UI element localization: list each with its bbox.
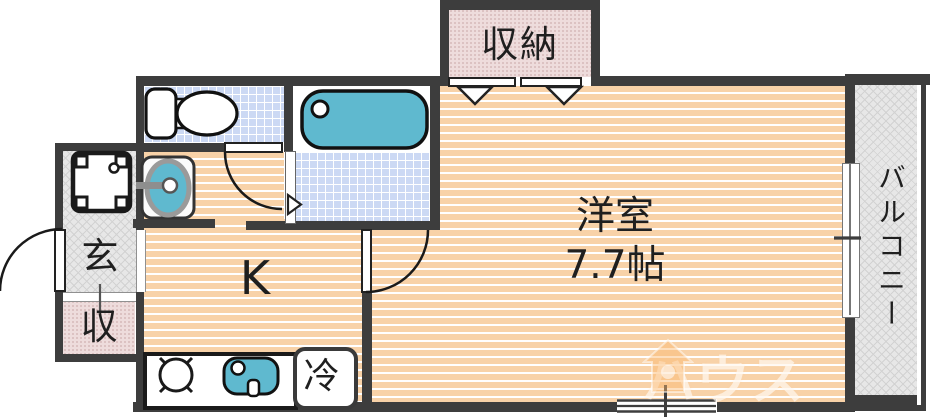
wall bbox=[246, 221, 440, 230]
wall bbox=[430, 76, 440, 230]
wall bbox=[362, 292, 372, 402]
wall bbox=[440, 0, 600, 10]
balcony-label: バルコニー bbox=[874, 163, 907, 333]
washroom-floor bbox=[144, 152, 284, 220]
toilet-floor bbox=[144, 86, 284, 143]
wall bbox=[284, 76, 293, 152]
main-room-label: 洋室 7.7帖 bbox=[520, 193, 710, 291]
wall bbox=[62, 143, 144, 151]
washroom-door bbox=[224, 142, 283, 153]
entrance-step bbox=[136, 230, 146, 292]
kitchen-counter bbox=[143, 352, 298, 410]
wall bbox=[845, 76, 855, 163]
bottom-window bbox=[617, 399, 717, 413]
balcony-wall bbox=[845, 74, 930, 85]
entrance-threshold bbox=[63, 292, 136, 302]
closet-door-panel bbox=[520, 77, 582, 87]
wall bbox=[440, 0, 449, 86]
wall bbox=[845, 316, 855, 412]
main-room-size: 7.7帖 bbox=[564, 242, 666, 288]
wall bbox=[55, 143, 63, 230]
kitchen-label: K bbox=[239, 251, 271, 305]
wall bbox=[136, 143, 225, 152]
closet-door-panel bbox=[448, 77, 516, 87]
entrance-door-arc bbox=[0, 227, 63, 292]
wall bbox=[133, 219, 215, 228]
wall bbox=[55, 292, 63, 362]
balcony-railing bbox=[921, 78, 926, 411]
balcony-sliding-window bbox=[842, 163, 860, 318]
wall bbox=[55, 354, 143, 362]
balcony-wall bbox=[847, 395, 917, 405]
entrance-door bbox=[54, 229, 66, 292]
closet-label: 収納 bbox=[481, 23, 559, 66]
closet-floor bbox=[449, 9, 591, 77]
wall bbox=[136, 292, 144, 412]
entrance-storage-label: 収 bbox=[80, 305, 118, 348]
bathroom-folding-door bbox=[285, 151, 296, 224]
balcony-window-divider bbox=[849, 164, 851, 315]
main-room-name: 洋室 bbox=[575, 194, 654, 239]
wall bbox=[592, 76, 855, 86]
refrigerator-label: 冷 bbox=[303, 356, 340, 397]
refrigerator-space bbox=[293, 347, 358, 410]
bathtub-surround bbox=[293, 86, 430, 152]
bathroom-floor bbox=[293, 152, 430, 221]
balcony-railing bbox=[847, 405, 926, 411]
balcony-floor bbox=[855, 85, 917, 396]
main-room-floor bbox=[372, 86, 845, 402]
entrance-label: 玄 bbox=[81, 235, 119, 278]
wall bbox=[591, 0, 600, 86]
wall bbox=[716, 402, 855, 412]
main-room-door bbox=[361, 229, 372, 293]
wall bbox=[133, 402, 617, 412]
wall bbox=[136, 76, 144, 230]
